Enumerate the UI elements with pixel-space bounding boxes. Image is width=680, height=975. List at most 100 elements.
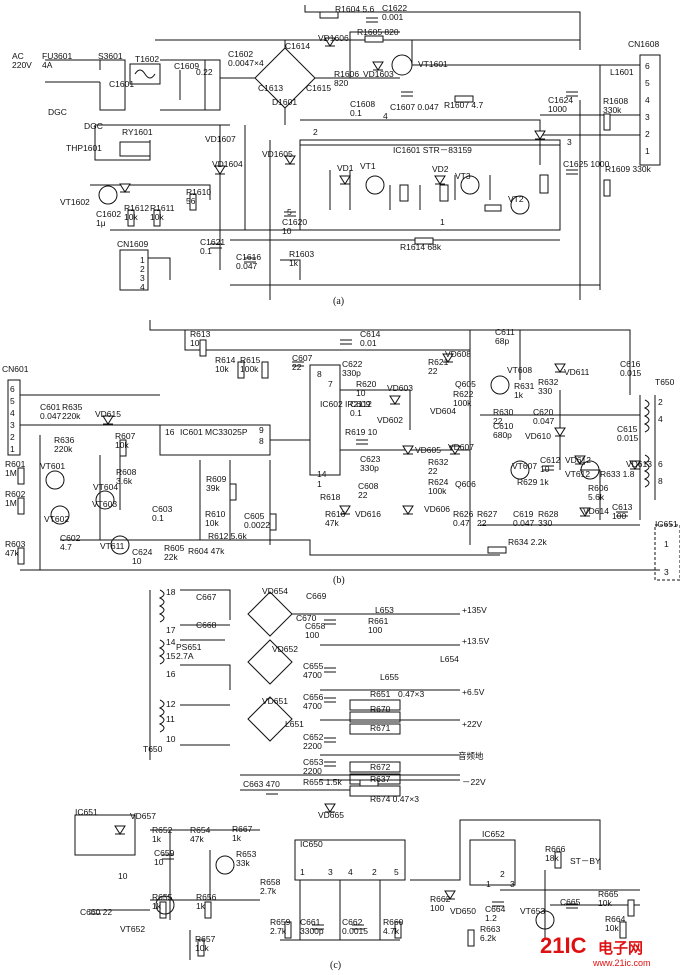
label-circuit-c-r670: R670 <box>370 704 391 714</box>
label-circuit-a-c1608: C1608 0.1 <box>350 99 376 118</box>
circuit-c-wires <box>74 589 640 960</box>
label-circuit-a-vt2: VT2 <box>508 194 524 204</box>
label-circuit-b-ic602-pins-2: 14 <box>317 469 327 479</box>
label-circuit-b-cn601-pins-0: 6 <box>10 384 15 394</box>
label-circuit-b-vd613: VD613 <box>626 459 652 469</box>
label-circuit-a-r1604: R1604 5.6 <box>335 4 375 14</box>
diode-symbol <box>114 825 126 835</box>
label-circuit-c-r657: R657 10k <box>195 934 216 953</box>
label-circuit-c-t650: T650 <box>143 744 163 754</box>
label-circuit-b-vd605: VD605 <box>415 445 441 455</box>
label-circuit-b-vd606: VD606 <box>424 504 450 514</box>
label-circuit-a-c1625: C1625 1000 <box>563 159 610 169</box>
label-circuit-c-c655: C655 4700 <box>303 661 324 680</box>
label-circuit-b-r612: R612 5.6k <box>208 531 247 541</box>
label-circuit-a-cn1608-pins-0: 6 <box>645 61 650 71</box>
resistor-symbol <box>197 939 205 957</box>
label-circuit-b-cn601-pins-3: 3 <box>10 420 15 430</box>
label-circuit-b-vd610: VD610 <box>525 431 551 441</box>
label-circuit-b-t650: T650 <box>655 377 675 387</box>
label-circuit-c-c663: C663 470 <box>243 779 280 789</box>
circuit-b-wires <box>7 320 680 581</box>
label-circuit-b-r608: R608 3.6k <box>116 467 137 486</box>
label-circuit-c-c664: C664 1.2 <box>485 904 506 923</box>
label-circuit-c-ic650-pins-0: 1 <box>300 867 305 877</box>
watermark-brand: 21IC <box>540 933 587 958</box>
label-circuit-a-cn1608-pins-1: 5 <box>645 78 650 88</box>
label-circuit-c-l655: L655 <box>380 672 399 682</box>
label-circuit-a-ic1601: IC1601 STR－83159 <box>393 145 472 155</box>
label-circuit-c-c661: C661 3300p <box>300 917 324 936</box>
label-circuit-a-thp1601: THP1601 <box>66 143 102 153</box>
label-circuit-a-pin-labels-ic-2: 3 <box>567 137 572 147</box>
label-circuit-c-c662: C662 0.0015 <box>342 917 368 936</box>
resistor-symbol <box>554 851 562 869</box>
label-circuit-b-c608: C608 22 <box>358 481 379 500</box>
label-circuit-b-c605: C605 0.0022 <box>244 511 270 530</box>
label-circuit-b-cn601-pins-2: 4 <box>10 408 15 418</box>
label-circuit-c-ic650-pins-2: 4 <box>348 867 353 877</box>
resistor-symbol <box>159 901 167 919</box>
diode-symbol <box>579 507 591 517</box>
label-circuit-b-c620: C620 0.047 <box>533 407 555 426</box>
label-circuit-b-vd616: VD616 <box>355 509 381 519</box>
label-circuit-c-r662: R662 100 <box>430 894 451 913</box>
label-circuit-b-c614: C614 0.01 <box>360 329 381 348</box>
label-circuit-a-cn1609: CN1609 <box>117 239 149 249</box>
watermark-url: www.21ic.com <box>593 958 651 968</box>
label-circuit-c-r653: R653 33k <box>236 849 257 868</box>
label-circuit-c-l651: L651 <box>285 719 304 729</box>
label-circuit-c-v135: +135V <box>462 605 487 615</box>
label-circuit-c-pins-top-7: 10 <box>166 734 176 744</box>
label-circuit-a-cn1608-pins-2: 4 <box>645 95 650 105</box>
label-circuit-b-c619: C619 0.047 <box>513 509 535 528</box>
diode-symbol <box>554 427 566 437</box>
diode-symbol <box>119 183 131 193</box>
label-circuit-c-r666: R666 18k <box>545 844 566 863</box>
label-circuit-b-q605: Q605 <box>455 379 476 389</box>
label-circuit-b-c622: C622 330p <box>342 359 363 378</box>
label-circuit-a-ac-input: AC 220V <box>12 51 32 70</box>
label-circuit-b-cn601-pins-1: 5 <box>10 396 15 406</box>
label-circuit-b-r614: R614 10k <box>215 355 236 374</box>
resistor-symbol <box>467 929 475 947</box>
diode-symbol <box>449 445 461 455</box>
label-circuit-c-r671: R671 <box>370 723 391 733</box>
label-circuit-c-pins-top-2: 14 <box>166 637 176 647</box>
label-circuit-a-switch: S3601 <box>98 51 123 61</box>
transistor-symbol <box>155 895 175 915</box>
resistor-symbol <box>269 513 277 531</box>
label-circuit-b-r629: R629 1k <box>517 477 549 487</box>
label-circuit-a-t1602: T1602 <box>135 54 160 64</box>
transistor-symbol <box>95 490 115 510</box>
label-circuit-b-vt611: VT611 <box>100 541 125 551</box>
label-circuit-b-c624: C624 10 <box>132 547 153 566</box>
label-circuit-c-l653: L653 <box>375 605 394 615</box>
label-circuit-c-c668: C668 <box>196 620 217 630</box>
label-circuit-a-vt1: VT1 <box>360 161 376 171</box>
label-circuit-b-r604: R604 47k <box>188 546 225 556</box>
label-circuit-b-t650-pins-0: 2 <box>658 397 663 407</box>
diode-symbol <box>102 415 114 425</box>
label-circuit-c-c669: C669 <box>306 591 327 601</box>
label-circuit-c-r651-val: 0.47×3 <box>398 689 425 699</box>
diode-symbol <box>284 155 296 165</box>
transistor-symbol <box>110 535 130 555</box>
label-circuit-c-r655b: R655 1k <box>152 892 173 911</box>
label-circuit-a-c1602: C1602 0.0047×4 <box>228 49 264 68</box>
caption-b: (b) <box>333 575 345 586</box>
resistor-symbol <box>153 209 161 227</box>
label-circuit-a-pin-labels-ic-0: 2 <box>313 127 318 137</box>
label-circuit-c-ic650-pins-3: 2 <box>372 867 377 877</box>
label-circuit-b-c616: C616 0.015 <box>620 359 642 378</box>
resistor-symbol <box>17 547 25 565</box>
label-circuit-c-r674: R674 0.47×3 <box>370 794 419 804</box>
resistor-symbol <box>17 467 25 485</box>
label-circuit-a-dgc2: DGC <box>84 121 103 131</box>
label-circuit-a-c1609: C1609 <box>174 61 200 71</box>
label-circuit-c-ic652: IC652 <box>482 829 505 839</box>
label-circuit-c-pins-top-1: 17 <box>166 625 176 635</box>
label-circuit-b-r633: R633 1.8 <box>600 469 635 479</box>
label-circuit-c-num10: 10 <box>118 871 128 881</box>
label-circuit-b-r631: R631 1k <box>514 381 535 400</box>
